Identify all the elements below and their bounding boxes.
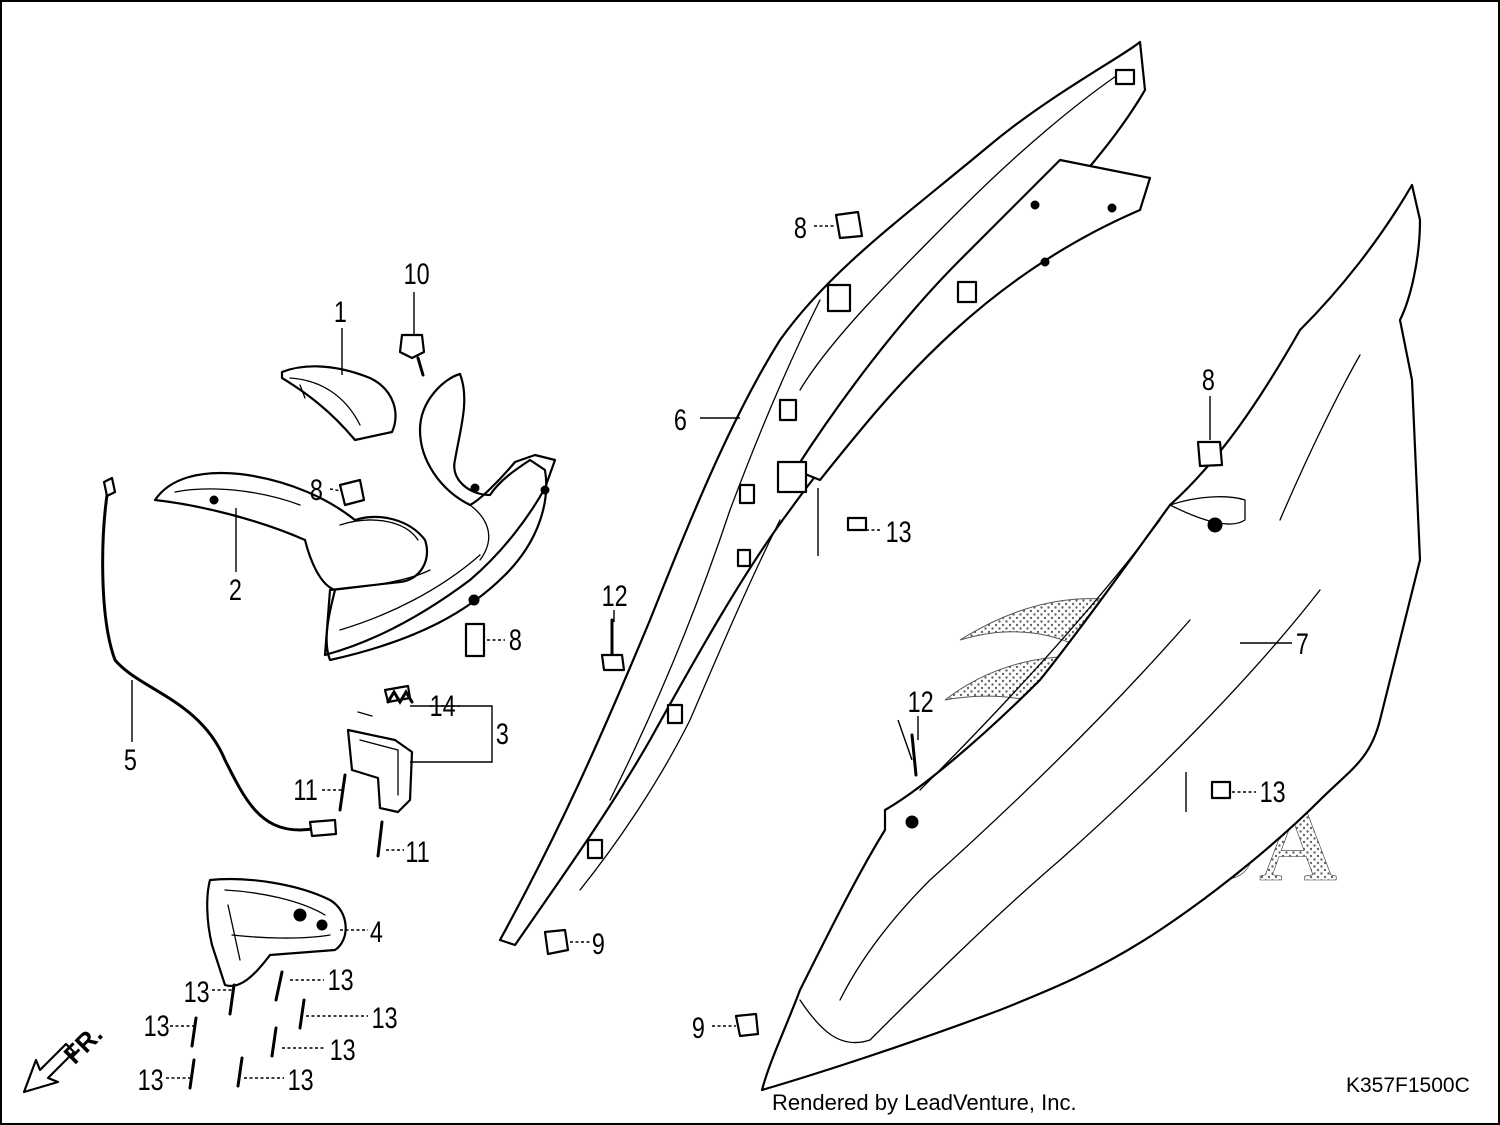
callout-13: 13	[328, 963, 354, 996]
callout-13: 13	[288, 1063, 314, 1096]
callout-8: 8	[1202, 363, 1215, 396]
leader-lines	[131, 225, 1292, 1079]
callout-11: 11	[405, 835, 429, 868]
callout-12: 12	[908, 685, 934, 718]
callout-3: 3	[496, 717, 509, 750]
callout-11: 11	[293, 773, 317, 806]
callout-7: 7	[1296, 627, 1309, 660]
part-1-inner-cover	[280, 365, 397, 442]
callout-2: 2	[229, 573, 242, 606]
callout-8: 8	[794, 211, 807, 244]
callout-14: 14	[430, 689, 456, 722]
callout-12: 12	[602, 579, 628, 612]
callout-10: 10	[404, 257, 430, 290]
front-direction-arrow: FR.	[22, 1019, 108, 1094]
fasteners	[188, 210, 1232, 1090]
part-3-bracket	[346, 684, 414, 814]
callout-13: 13	[886, 515, 912, 548]
diagram-code: K357F1500C	[1346, 1074, 1470, 1097]
callout-13: 13	[1260, 775, 1286, 808]
callout-9: 9	[592, 927, 605, 960]
callout-8: 8	[509, 623, 522, 656]
part-4-lower-cover	[206, 877, 347, 988]
part-2-front-inner-cover	[153, 372, 557, 662]
callout-4: 4	[370, 915, 383, 948]
callout-9: 9	[692, 1011, 705, 1044]
part-7-side-cover	[760, 183, 1422, 1092]
callout-13: 13	[330, 1033, 356, 1066]
callout-6: 6	[674, 403, 687, 436]
callout-13: 13	[144, 1009, 170, 1042]
callout-8: 8	[310, 473, 323, 506]
render-caption: Rendered by LeadVenture, Inc.	[772, 1090, 1077, 1115]
callout-5: 5	[124, 743, 137, 776]
callout-13: 13	[372, 1001, 398, 1034]
callout-1: 1	[334, 295, 347, 328]
part-5-cable	[101, 476, 338, 838]
callout-13: 13	[138, 1063, 164, 1096]
callout-13: 13	[184, 975, 210, 1008]
callout-labels: 1 10 2 8 8 5 14 3 11 11 4 13 13 13 13 13…	[124, 211, 1309, 1096]
